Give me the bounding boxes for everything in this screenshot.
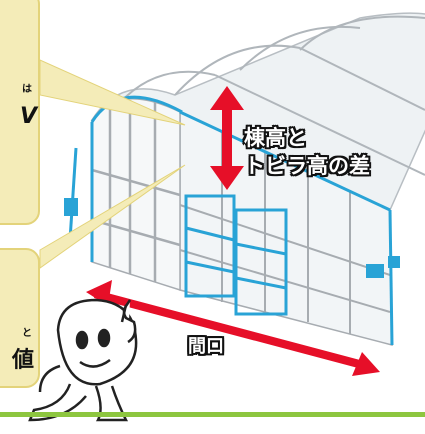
pointing-mascot-icon (28, 298, 138, 422)
ground-line (0, 412, 425, 417)
callout-box-top: は V (0, 0, 40, 225)
callout-top-text-1: は (22, 84, 32, 95)
span-label: 間口 (188, 336, 224, 357)
height-difference-label-line2: トビラ高の差 (244, 154, 370, 178)
callout-bottom-text-1: と (22, 328, 32, 339)
callout-bottom-text-2: 値 (12, 348, 35, 373)
callout-box-bottom: と 値 (0, 248, 40, 388)
callout-top-text-2: V (20, 104, 38, 129)
height-difference-label-line1: 棟高と (244, 126, 307, 150)
